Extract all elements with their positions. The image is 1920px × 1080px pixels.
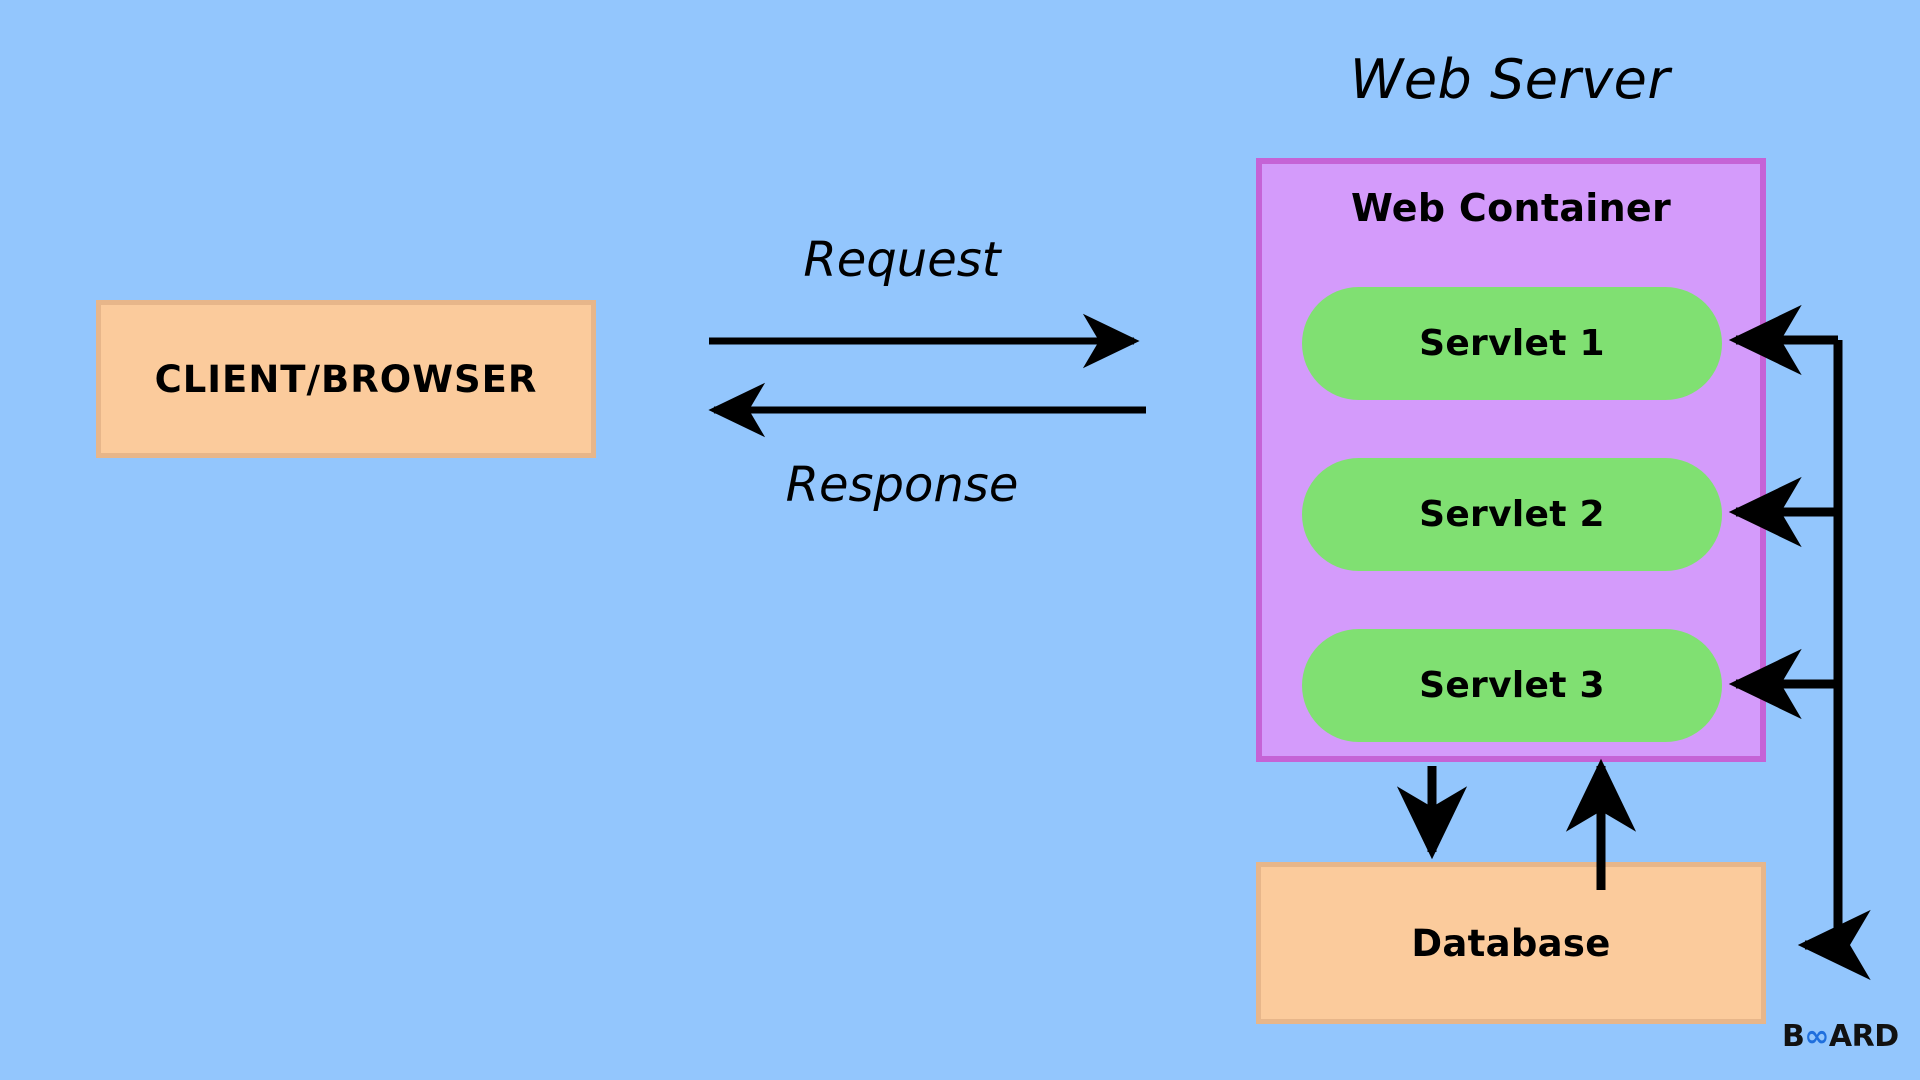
servlet-3-label: Servlet 3 (1419, 665, 1605, 706)
web-container-label: Web Container (1350, 186, 1672, 230)
request-flow-label: Request (803, 232, 1001, 288)
database-label: Database (1411, 921, 1611, 965)
servlet-1-label: Servlet 1 (1419, 323, 1605, 364)
logo-prefix: B (1782, 1019, 1805, 1054)
response-flow-label: Response (785, 457, 1019, 513)
logo-suffix: ARD (1828, 1019, 1899, 1054)
database-box: Database (1256, 862, 1766, 1024)
servlet-3-box: Servlet 3 (1302, 629, 1722, 742)
web-container-box: Web Container Servlet 1 Servlet 2 Servle… (1256, 158, 1766, 762)
servlet-1-box: Servlet 1 (1302, 287, 1722, 400)
client-browser-box: CLIENT/BROWSER (96, 300, 596, 458)
web-server-title: Web Server (1349, 48, 1671, 111)
servlet-2-box: Servlet 2 (1302, 458, 1722, 571)
servlet-2-label: Servlet 2 (1419, 494, 1605, 535)
client-browser-label: CLIENT/BROWSER (154, 357, 538, 401)
board-logo: B∞ARD (1782, 1022, 1899, 1052)
infinity-icon: ∞ (1804, 1019, 1829, 1054)
database-return-bus (1797, 340, 1871, 981)
